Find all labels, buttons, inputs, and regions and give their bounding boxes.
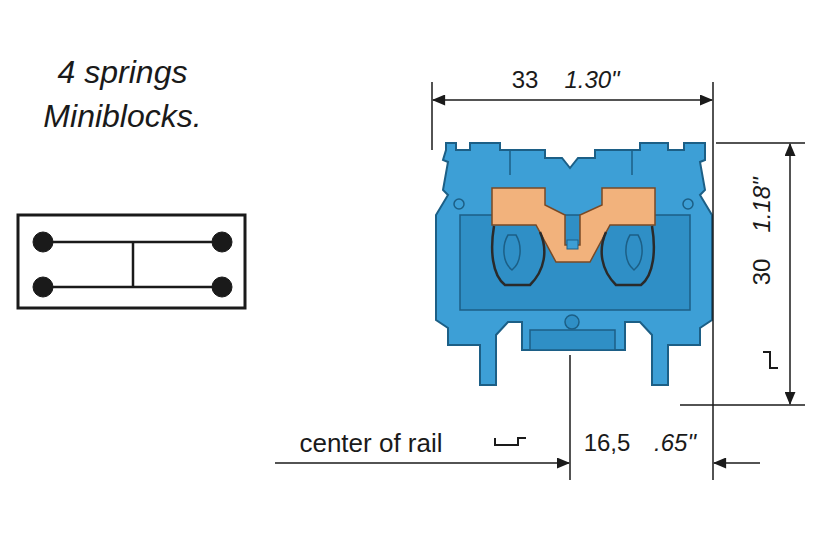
dimension-value: 30 [749, 257, 775, 288]
schematic-symbol [18, 215, 245, 308]
dimension-value: 33 [510, 67, 541, 93]
title-text: 4 springs Miniblocks. [20, 50, 225, 138]
dimension-value-inch: 1.30" [562, 67, 621, 93]
dimension-lines [275, 82, 805, 480]
dimension-value-inch: 1.18" [749, 175, 775, 234]
dimension-value-inch: .65" [652, 430, 698, 456]
dimension-value: 16,5 [582, 430, 633, 456]
terminal-block [436, 143, 712, 385]
rail-note: center of rail [297, 429, 444, 457]
